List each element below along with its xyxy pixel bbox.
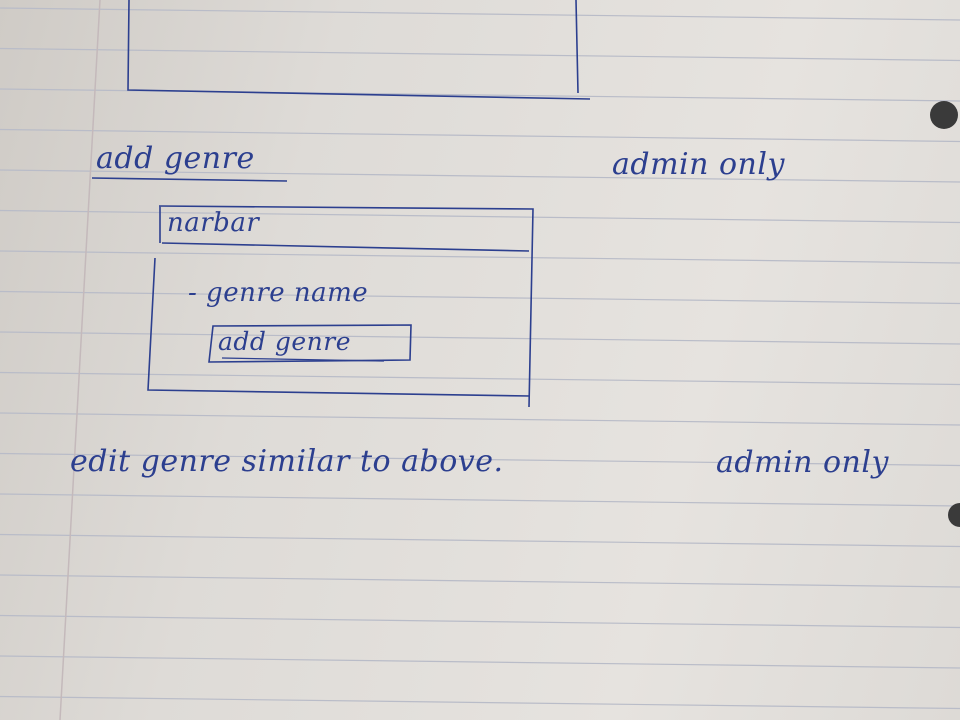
- add-genre-button: add genre: [218, 327, 352, 356]
- ruled-line: [0, 493, 960, 507]
- ruled-line: [0, 452, 960, 467]
- button-underline: [221, 357, 385, 362]
- add-genre-button-outline: [208, 324, 412, 363]
- ruled-lines: [0, 7, 960, 710]
- section-title: add genre: [96, 141, 255, 176]
- margin-line: [59, 0, 101, 720]
- ruled-line: [0, 533, 960, 548]
- ruled-line: [0, 7, 960, 21]
- navbar-divider: [161, 242, 530, 252]
- punch-hole: [948, 503, 960, 527]
- ruled-line: [0, 614, 960, 629]
- page-wireframe-outline: [147, 205, 534, 408]
- genre-name-field-label: - genre name: [188, 278, 369, 308]
- ruled-line: [0, 574, 960, 588]
- ruled-line: [0, 169, 960, 183]
- ruled-line: [0, 695, 960, 710]
- ruled-line: [0, 290, 960, 305]
- edit-genre-note: edit genre similar to above.: [70, 444, 504, 479]
- ruled-line: [0, 412, 960, 426]
- ruled-line: [0, 371, 960, 386]
- ruled-line: [0, 250, 960, 264]
- ruled-line: [0, 655, 960, 669]
- ruled-line: [0, 331, 960, 345]
- ruled-line: [0, 209, 960, 224]
- ruled-line: [0, 128, 960, 143]
- ruled-line: [0, 47, 960, 62]
- section-title-underline: [91, 177, 288, 182]
- navbar-label: narbar: [167, 208, 260, 238]
- punch-hole: [930, 101, 958, 129]
- edit-access-note: admin only: [716, 445, 889, 480]
- access-note: admin only: [612, 147, 785, 182]
- previous-wireframe-box: [127, 0, 591, 100]
